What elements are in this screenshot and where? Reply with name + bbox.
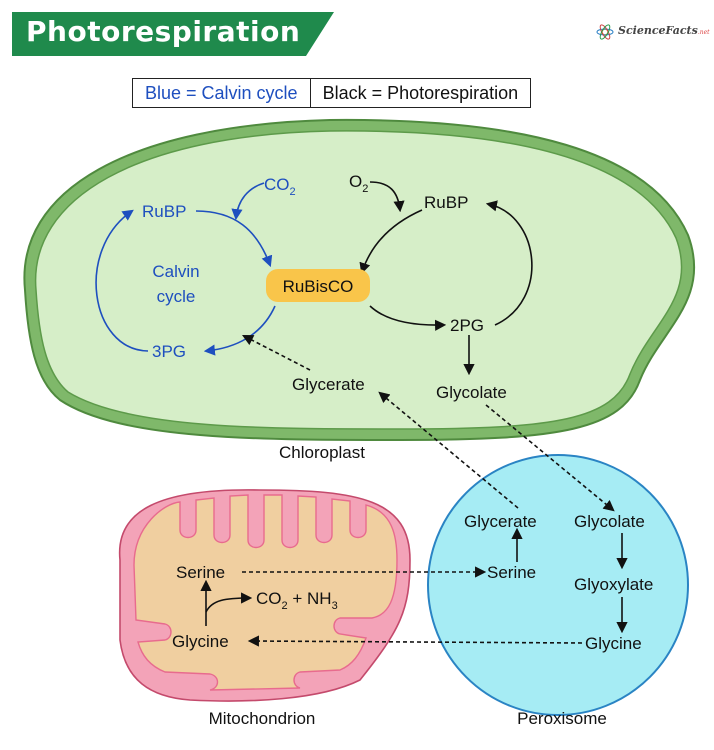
rubisco-label: RuBisCO — [283, 277, 354, 296]
banner — [12, 12, 334, 56]
arrow-rubp-to-rubisco-photo — [359, 209, 423, 275]
photo-arrows — [200, 181, 628, 647]
arrow-glycine-to-co2 — [205, 592, 253, 613]
logo-text: ScienceFacts.net — [618, 24, 710, 37]
mito-co2-nh3: CO2 + NH3 — [256, 589, 338, 612]
mito-serine: Serine — [176, 563, 225, 582]
calvin-3pg: 3PG — [152, 342, 186, 361]
perox-glycerate: Glycerate — [464, 512, 537, 531]
photo-2pg: 2PG — [450, 316, 484, 335]
legend-calvin: Blue = Calvin cycle — [133, 79, 311, 107]
legend-photorespiration: Black = Photorespiration — [322, 83, 519, 103]
arrow-rubisco-to-2pg — [369, 305, 447, 331]
calvin-cycle-line2: cycle — [157, 287, 196, 306]
arrow-co2-in — [231, 182, 265, 221]
peroxisome-body — [427, 454, 689, 716]
mitochondrion-cristae — [133, 494, 398, 691]
photo-rubp: RuBP — [424, 193, 468, 212]
calvin-cycle-line1: Calvin — [152, 262, 199, 281]
calvin-co2: CO2 — [264, 175, 296, 198]
arrow-perox-glycine-to-mito — [247, 635, 583, 647]
mito-glycine: Glycine — [172, 632, 229, 651]
perox-glyoxylate: Glyoxylate — [574, 575, 653, 594]
perox-serine: Serine — [487, 563, 536, 582]
photo-glycolate: Glycolate — [436, 383, 507, 402]
arrow-2pg-to-rubp — [485, 200, 533, 326]
legend: Blue = Calvin cycle Black = Photorespira… — [132, 78, 532, 108]
mitochondrion-label: Mitochondrion — [209, 709, 316, 728]
arrow-o2-in — [369, 181, 405, 213]
perox-glycolate: Glycolate — [574, 512, 645, 531]
rubisco-badge — [266, 269, 370, 302]
sciencefacts-logo-icon — [596, 24, 614, 40]
logo-suffix: .net — [697, 29, 710, 36]
arrow-glycerate-to-3pg — [242, 334, 311, 371]
page-title: Photorespiration — [26, 15, 301, 48]
chloroplast-label: Chloroplast — [279, 443, 365, 462]
arrow-perox-glycerate-to-chloro — [378, 391, 519, 509]
photo-o2: O2 — [349, 172, 368, 195]
calvin-rubp: RuBP — [142, 202, 186, 221]
photo-glycerate: Glycerate — [292, 375, 365, 394]
peroxisome-label: Peroxisome — [517, 709, 607, 728]
perox-glycine: Glycine — [585, 634, 642, 653]
arrow-rubp-to-rubisco — [195, 210, 273, 268]
calvin-arrows — [95, 182, 276, 356]
banner-shape — [12, 12, 334, 56]
arrow-3pg-to-rubp — [95, 209, 149, 352]
